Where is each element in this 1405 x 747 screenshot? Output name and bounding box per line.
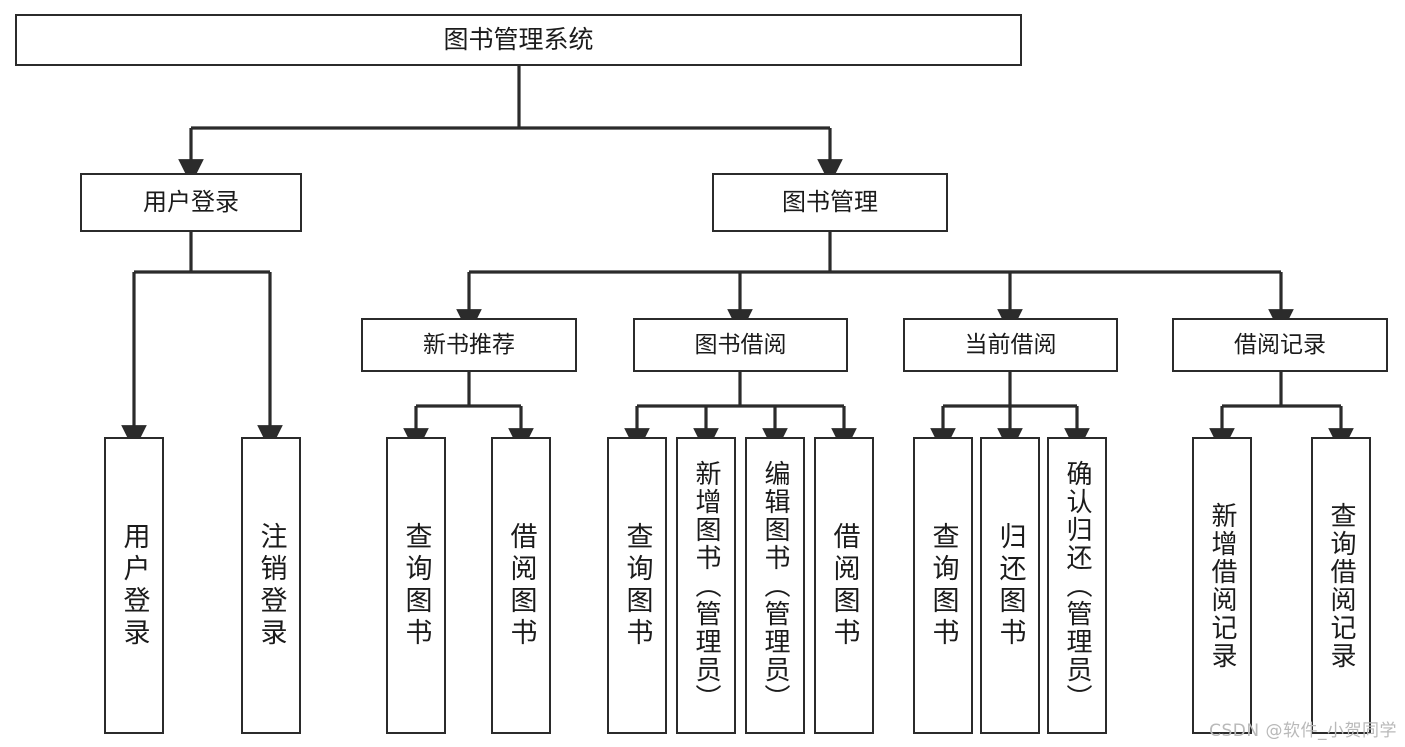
node-leaf-logout-label: 注销登录 — [255, 521, 287, 650]
node-leaf-query-book-2[interactable]: 查询图书 — [607, 437, 667, 734]
node-leaf-query-book-1-label: 查询图书 — [400, 521, 432, 650]
node-book-borrow-label: 图书借阅 — [694, 331, 787, 358]
node-current-borrow-label: 当前借阅 — [964, 331, 1057, 358]
node-current-borrow[interactable]: 当前借阅 — [903, 318, 1118, 372]
node-leaf-borrow-book-1[interactable]: 借阅图书 — [491, 437, 551, 734]
node-user-login-label: 用户登录 — [143, 187, 239, 216]
node-leaf-add-book[interactable]: 新增图书（管理员） — [676, 437, 736, 734]
node-borrow-record[interactable]: 借阅记录 — [1172, 318, 1388, 372]
watermark: CSDN @软件_小贺同学 — [1209, 721, 1397, 741]
node-leaf-edit-book-label: 编辑图书（管理员） — [760, 459, 790, 712]
node-leaf-query-book-3[interactable]: 查询图书 — [913, 437, 973, 734]
node-leaf-borrow-book-2-label: 借阅图书 — [828, 521, 860, 650]
node-root-label: 图书管理系统 — [443, 24, 594, 54]
node-leaf-confirm-return-label: 确认归还（管理员） — [1062, 459, 1092, 712]
node-leaf-return-book-label: 归还图书 — [994, 521, 1026, 650]
node-leaf-add-record-label: 新增借阅记录 — [1207, 501, 1237, 670]
node-leaf-user-login-label: 用户登录 — [118, 521, 150, 650]
node-leaf-edit-book[interactable]: 编辑图书（管理员） — [745, 437, 805, 734]
node-leaf-logout[interactable]: 注销登录 — [241, 437, 301, 734]
node-leaf-borrow-book-2[interactable]: 借阅图书 — [814, 437, 874, 734]
node-root[interactable]: 图书管理系统 — [15, 14, 1022, 66]
node-new-book-rec[interactable]: 新书推荐 — [361, 318, 577, 372]
node-book-borrow[interactable]: 图书借阅 — [633, 318, 848, 372]
node-leaf-add-record[interactable]: 新增借阅记录 — [1192, 437, 1252, 734]
node-leaf-confirm-return[interactable]: 确认归还（管理员） — [1047, 437, 1107, 734]
node-leaf-add-book-label: 新增图书（管理员） — [691, 459, 721, 712]
node-borrow-record-label: 借阅记录 — [1234, 331, 1326, 358]
node-leaf-return-book[interactable]: 归还图书 — [980, 437, 1040, 734]
node-leaf-query-book-1[interactable]: 查询图书 — [386, 437, 446, 734]
node-user-login[interactable]: 用户登录 — [80, 173, 302, 232]
node-leaf-query-book-3-label: 查询图书 — [927, 521, 959, 650]
node-new-book-rec-label: 新书推荐 — [423, 331, 515, 358]
node-leaf-user-login[interactable]: 用户登录 — [104, 437, 164, 734]
node-leaf-borrow-book-1-label: 借阅图书 — [505, 521, 537, 650]
node-book-manage-label: 图书管理 — [782, 187, 878, 216]
node-leaf-query-record[interactable]: 查询借阅记录 — [1311, 437, 1371, 734]
node-leaf-query-book-2-label: 查询图书 — [621, 521, 653, 650]
node-leaf-query-record-label: 查询借阅记录 — [1326, 501, 1356, 670]
node-book-manage[interactable]: 图书管理 — [712, 173, 948, 232]
